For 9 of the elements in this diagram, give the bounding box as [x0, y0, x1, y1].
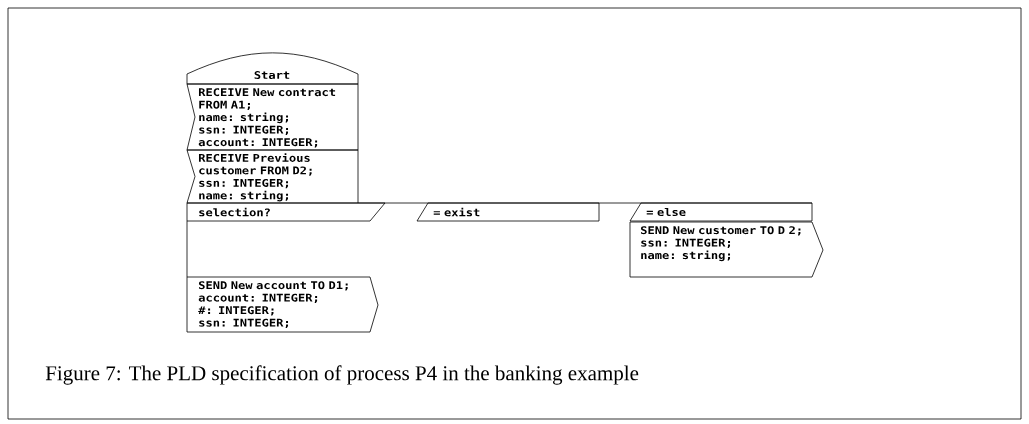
case-box: = exist [416, 202, 600, 222]
receive-box: RECEIVE New contract FROM A1; name: string; ssn: INTEGER; account: INTEGER; [186, 83, 359, 151]
start-terminal: Start [186, 52, 359, 85]
condition-box: selection? [186, 202, 386, 222]
receive-box: RECEIVE Previous customer FROM D2; ssn: INTEGER; name: string; [186, 149, 359, 204]
case-box: = else [629, 202, 813, 222]
send-box: SEND New account TO D1; account: INTEGER; #: INTEGER; ssn: INTEGER; [186, 276, 379, 333]
caption: Figure 7: The PLD specification of process P4 in the banking example [45, 365, 639, 385]
send-box: SEND New customer TO D 2; ssn: INTEGER; name: string; [629, 221, 824, 278]
